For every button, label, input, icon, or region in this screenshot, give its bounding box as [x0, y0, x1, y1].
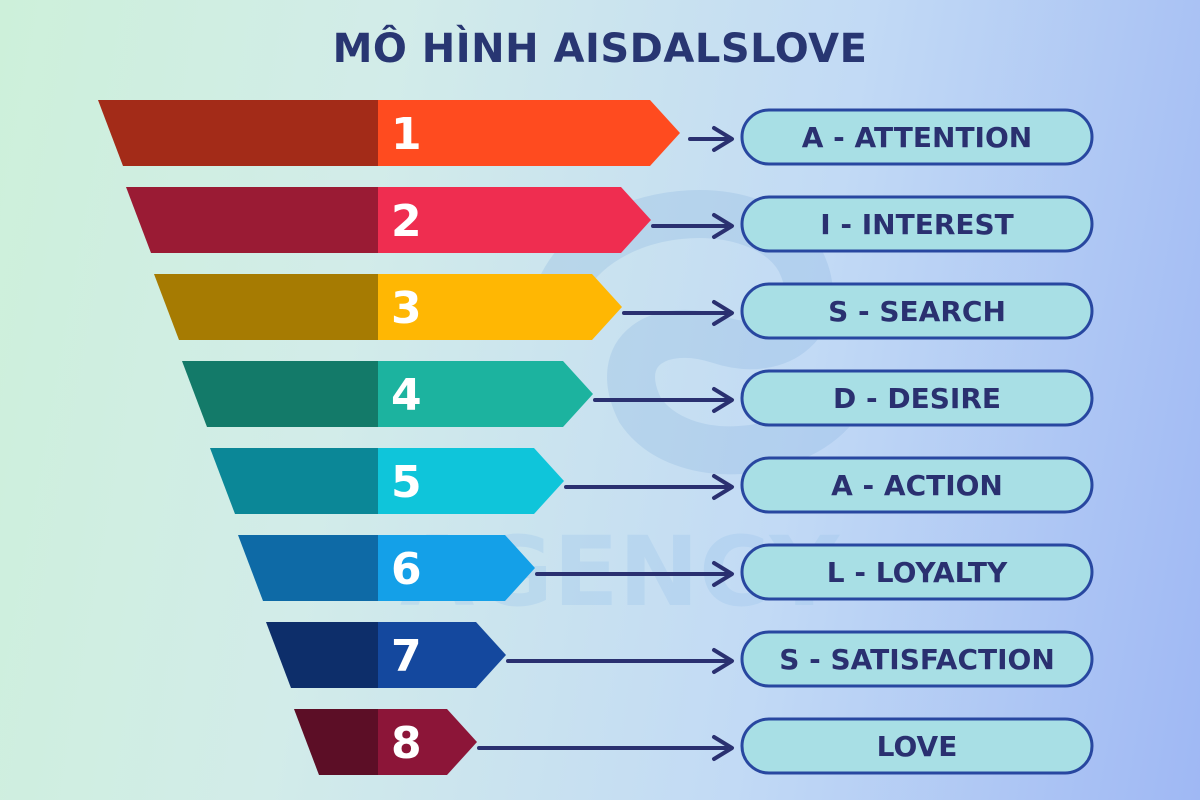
funnel-band-1: 1: [98, 100, 680, 166]
step-number: 5: [391, 457, 422, 508]
band-dark-segment: [98, 100, 378, 166]
band-arrow-segment: [378, 187, 651, 253]
stage-label-text: L - LOYALTY: [827, 556, 1008, 589]
flow-arrow-2: [651, 213, 734, 239]
band-dark-segment: [154, 274, 378, 340]
page-title: MÔ HÌNH AISDALSLOVE: [332, 26, 868, 72]
band-arrow-segment: [378, 622, 506, 688]
flow-arrows: [477, 126, 734, 761]
stage-label-pill-1: A - ATTENTION: [740, 108, 1094, 166]
step-number: 2: [391, 196, 422, 247]
funnel-band-4: 4: [182, 361, 593, 427]
agency-logo-icon: [536, 190, 864, 475]
band-arrow-segment: [378, 448, 564, 514]
stage-label-pill-5: A - ACTION: [740, 456, 1094, 514]
stage-label-text: LOVE: [877, 730, 958, 763]
flow-arrow-3: [622, 300, 734, 326]
flow-arrow-1: [688, 126, 734, 152]
stage-label-text: D - DESIRE: [833, 382, 1001, 415]
band-dark-segment: [182, 361, 378, 427]
band-dark-segment: [238, 535, 378, 601]
stage-label-pill-8: LOVE: [740, 717, 1094, 775]
flow-arrow-7: [506, 648, 734, 674]
band-dark-segment: [210, 448, 378, 514]
band-arrow-segment: [378, 361, 593, 427]
stage-label-pill-4: D - DESIRE: [740, 369, 1094, 427]
step-number: 1: [391, 109, 422, 160]
step-number: 8: [391, 718, 422, 769]
flow-arrow-6: [535, 561, 734, 587]
funnel-band-3: 3: [154, 274, 622, 340]
band-dark-segment: [294, 709, 378, 775]
stage-label-text: A - ATTENTION: [802, 121, 1032, 154]
band-arrow-segment: [378, 709, 477, 775]
band-dark-segment: [126, 187, 378, 253]
step-number: 6: [391, 544, 422, 595]
flow-arrow-8: [477, 735, 734, 761]
band-dark-segment: [266, 622, 378, 688]
stage-label-pill-3: S - SEARCH: [740, 282, 1094, 340]
funnel-band-8: 8: [294, 709, 477, 775]
stage-label-pill-6: L - LOYALTY: [740, 543, 1094, 601]
band-arrow-segment: [378, 274, 622, 340]
stage-label-text: S - SEARCH: [828, 295, 1006, 328]
funnel: 1 2 3 4 5 6 7 8: [98, 100, 680, 775]
step-number: 7: [391, 631, 422, 682]
funnel-band-7: 7: [266, 622, 506, 688]
funnel-band-2: 2: [126, 187, 651, 253]
band-arrow-segment: [378, 535, 535, 601]
stage-label-text: S - SATISFACTION: [779, 643, 1055, 676]
band-arrow-segment: [378, 100, 680, 166]
stage-label-text: I - INTEREST: [820, 208, 1014, 241]
step-number: 3: [391, 283, 422, 334]
funnel-band-5: 5: [210, 448, 564, 514]
stage-labels: A - ATTENTION I - INTEREST S - SEARCH D - D…: [740, 108, 1094, 775]
stage-label-pill-2: I - INTEREST: [740, 195, 1094, 253]
funnel-band-6: 6: [238, 535, 535, 601]
flow-arrow-5: [564, 474, 734, 500]
step-number: 4: [391, 370, 422, 421]
flow-arrow-4: [593, 387, 734, 413]
stage-label-pill-7: S - SATISFACTION: [740, 630, 1094, 688]
stage-label-text: A - ACTION: [831, 469, 1003, 502]
